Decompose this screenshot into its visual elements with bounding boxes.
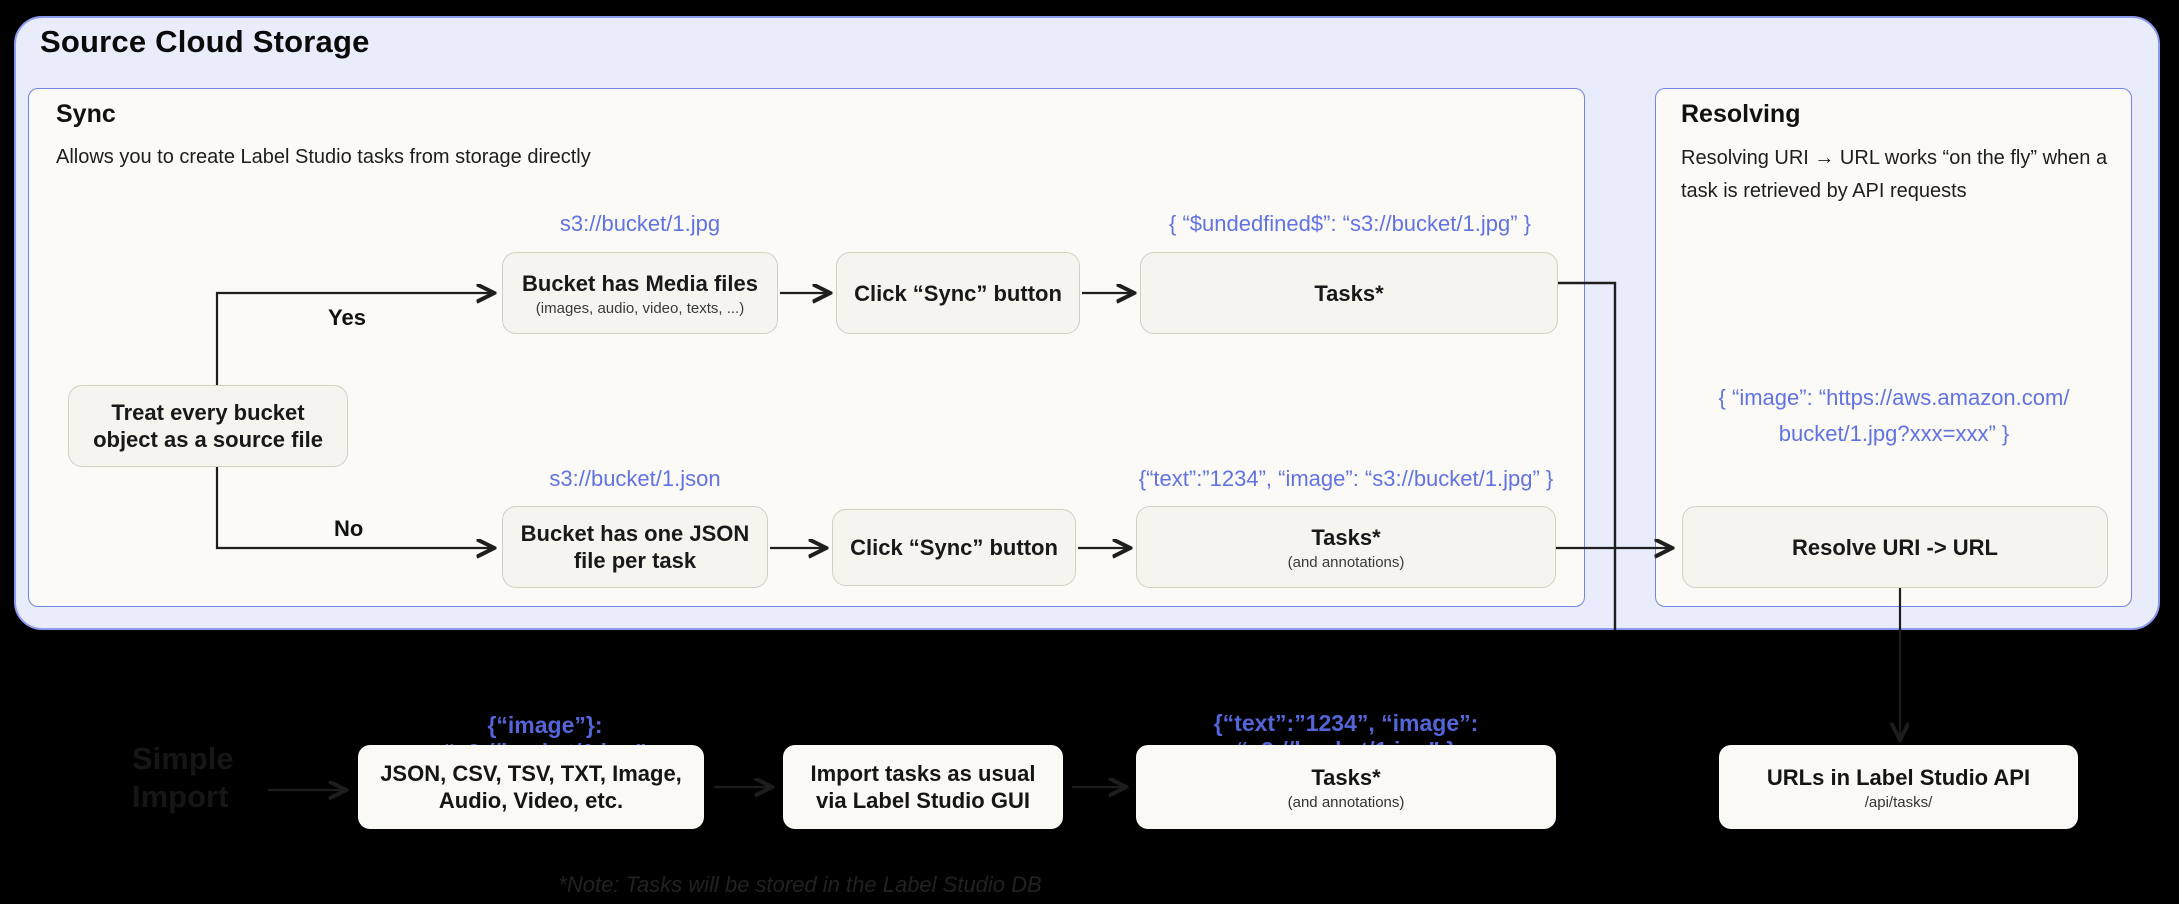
sync-subtitle: Allows you to create Label Studio tasks … bbox=[56, 146, 591, 168]
resolve-uri-label: Resolve URI -> URL bbox=[1792, 534, 1998, 560]
page-title: Source Cloud Storage bbox=[40, 24, 370, 59]
simple-import-label: Simple Import bbox=[132, 741, 234, 814]
bottom-tasks-title: Tasks* bbox=[1311, 764, 1381, 790]
note-label: *Note: Tasks will be stored in the Label… bbox=[558, 872, 1042, 897]
click-sync-label-2: Click “Sync” button bbox=[850, 535, 1058, 560]
start-box-label: Treat every bucket object as a source fi… bbox=[93, 400, 323, 452]
click-sync-box-1: Click “Sync” button bbox=[836, 252, 1080, 334]
tasks-title-2: Tasks* bbox=[1311, 524, 1381, 550]
click-sync-box-2: Click “Sync” button bbox=[832, 509, 1076, 586]
bottom-tasks-subtitle: (and annotations) bbox=[1287, 793, 1405, 811]
uri-label-jpg: s3://bucket/1.jpg bbox=[559, 211, 721, 236]
import-gui-box: Import tasks as usual via Label Studio G… bbox=[783, 745, 1063, 829]
tasks-box-2: Tasks* (and annotations) bbox=[1136, 506, 1556, 588]
bucket-json-title: Bucket has one JSON file per task bbox=[520, 521, 750, 573]
resolving-title: Resolving bbox=[1681, 100, 1801, 128]
bottom-tasks-box: Tasks* (and annotations) bbox=[1136, 745, 1556, 829]
uri-label-json: s3://bucket/1.json bbox=[549, 466, 721, 491]
bucket-media-subtitle: (images, audio, video, texts, ...) bbox=[535, 299, 745, 317]
yes-label: Yes bbox=[328, 305, 366, 330]
import-gui-label: Import tasks as usual via Label Studio G… bbox=[810, 761, 1036, 813]
no-label: No bbox=[334, 516, 364, 541]
resolving-subtitle: Resolving URI → URL works “on the fly” w… bbox=[1681, 147, 2108, 202]
tasks-json-label-2: {“text”:”1234”, “image”: “s3://bucket/1.… bbox=[1138, 466, 1554, 491]
api-box-subtitle: /api/tasks/ bbox=[1864, 793, 1933, 811]
tasks-subtitle-2: (and annotations) bbox=[1287, 553, 1405, 571]
resolved-url-json-label: { “image”: “https://aws.amazon.com/ buck… bbox=[1718, 385, 2070, 446]
formats-box-label: JSON, CSV, TSV, TXT, Image, Audio, Video… bbox=[380, 761, 682, 813]
click-sync-label-1: Click “Sync” button bbox=[854, 280, 1062, 306]
tasks-json-label-1: { “$undedfined$”: “s3://bucket/1.jpg” } bbox=[1168, 211, 1531, 236]
start-box: Treat every bucket object as a source fi… bbox=[68, 385, 348, 467]
resolve-uri-box: Resolve URI -> URL bbox=[1682, 506, 2108, 588]
api-box-title: URLs in Label Studio API bbox=[1766, 764, 2031, 790]
formats-box: JSON, CSV, TSV, TXT, Image, Audio, Video… bbox=[358, 745, 704, 829]
bucket-media-box: Bucket has Media files (images, audio, v… bbox=[502, 252, 778, 334]
api-box: URLs in Label Studio API /api/tasks/ bbox=[1719, 745, 2078, 829]
tasks-box-1: Tasks* bbox=[1140, 252, 1558, 334]
bucket-json-box: Bucket has one JSON file per task bbox=[502, 506, 768, 588]
sync-title: Sync bbox=[56, 100, 116, 128]
bucket-media-title: Bucket has Media files bbox=[522, 270, 758, 296]
tasks-title-1: Tasks* bbox=[1314, 280, 1384, 306]
